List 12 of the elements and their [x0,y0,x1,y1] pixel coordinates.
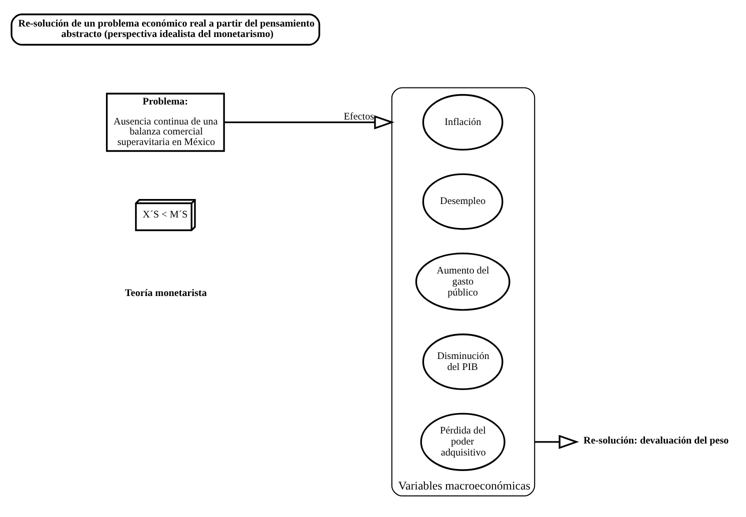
node-ellipse: Desempleo [422,173,504,230]
node-ellipse: Aumento del gasto público [415,252,510,311]
node-text: Re-solución: devaluación del peso [584,436,729,447]
node-ellipse: Pérdida del poder adquisitivo [420,412,506,471]
arrow [224,115,394,130]
label: Teoría monetarista [124,288,207,300]
node-ellipse: Inflación [422,94,504,151]
edge-label: Efectos [344,111,374,122]
node-box: Re-solución de un problema económico real a partir del pensamiento abstracto (perspectiva idealista del monetarismo) [10,14,320,46]
arrow [534,434,579,449]
node-box: Problema: Ausencia continua de una balanza comercial superavitaria en México [106,92,225,152]
node-ellipse: Disminución del PIB [422,334,504,390]
